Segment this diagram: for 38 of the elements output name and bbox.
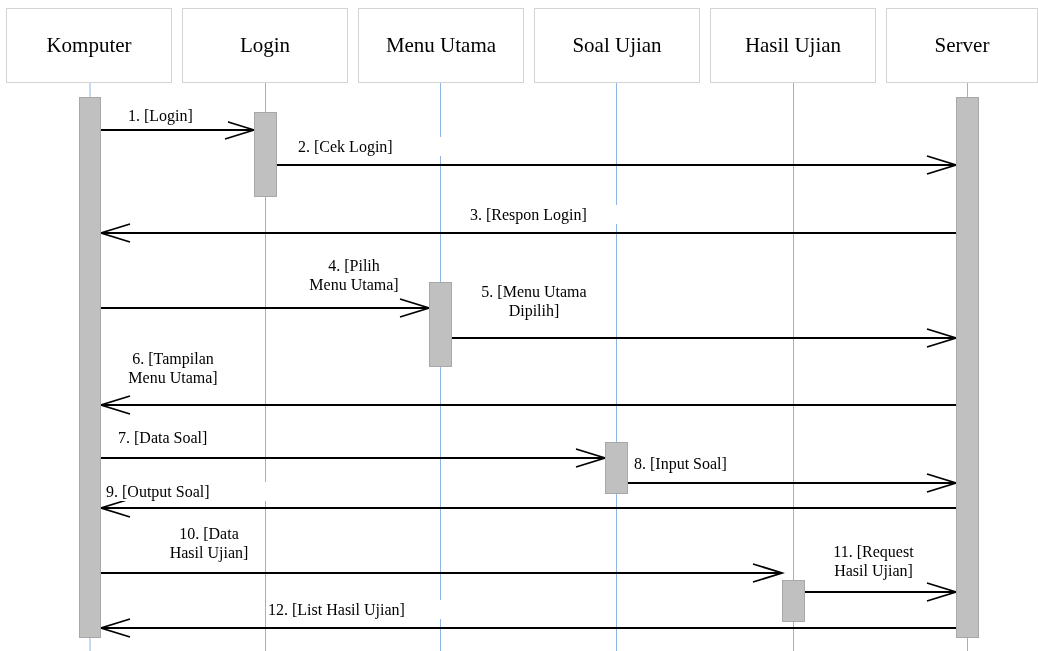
- lifeline-name: Komputer: [46, 33, 132, 58]
- activation-bar: [79, 97, 101, 638]
- edge-label: 9. [Output Soal]: [106, 482, 266, 501]
- message-arrow: [100, 120, 255, 140]
- lifeline-header: [358, 8, 524, 83]
- lifeline: [616, 82, 617, 443]
- lifeline-name: Menu Utama: [385, 33, 497, 58]
- lifeline-header: [182, 8, 348, 83]
- message-arrow: [100, 395, 957, 415]
- edge-label: 4. [Pilih Menu Utama]: [308, 256, 400, 294]
- lifeline: [440, 82, 441, 283]
- lifeline-header: [710, 8, 876, 83]
- activation-bar: [782, 580, 805, 622]
- lifeline: [89, 82, 91, 98]
- edge-label: 1. [Login]: [128, 106, 228, 125]
- message-arrow: [100, 563, 783, 583]
- lifeline: [793, 82, 794, 581]
- lifeline-name: Server: [934, 33, 990, 58]
- lifeline-header: [6, 8, 172, 83]
- message-arrow: [100, 618, 957, 638]
- lifeline-name: Login: [239, 33, 291, 58]
- activation-bar: [254, 112, 277, 197]
- lifeline-header: [534, 8, 700, 83]
- lifeline-name: Soal Ujian: [572, 33, 662, 58]
- lifeline-header: [886, 8, 1038, 83]
- lifeline-name: Hasil Ujian: [744, 33, 842, 58]
- message-arrow: [627, 473, 957, 493]
- message-arrow: [276, 155, 957, 175]
- activation-bar: [956, 97, 979, 638]
- message-arrow: [804, 582, 957, 602]
- message-arrow: [451, 328, 957, 348]
- message-arrow: [100, 298, 430, 318]
- activation-bar: [429, 282, 452, 367]
- lifeline: [265, 82, 266, 113]
- lifeline: [967, 82, 968, 98]
- message-arrow: [100, 448, 606, 468]
- activation-bar: [605, 442, 628, 494]
- message-arrow: [100, 223, 957, 243]
